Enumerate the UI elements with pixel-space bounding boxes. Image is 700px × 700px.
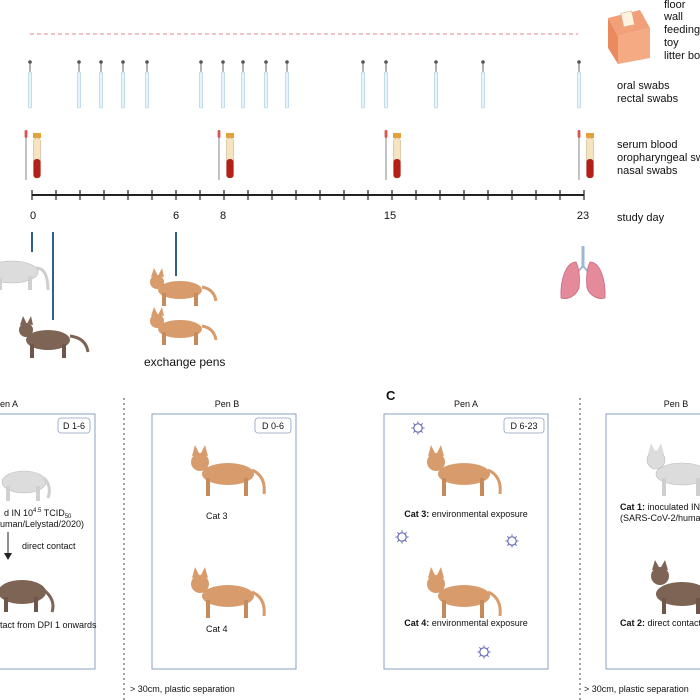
legend-serum-blood: serum blood — [617, 139, 678, 151]
virus-icon — [504, 533, 520, 549]
panel-b-pen-b-day-badge — [254, 417, 292, 434]
cat-4-orange-timeline — [150, 307, 218, 345]
panel-b-cat-1-grey — [1, 470, 51, 501]
panel-b-cat-3-label: Cat 3 — [206, 511, 228, 521]
legend-rectal-swabs: rectal swabs — [617, 93, 679, 105]
panel-c-cat-3-label: Cat 3: environmental exposure — [404, 509, 528, 519]
panel-b-pen-b-title: Pen B — [215, 399, 240, 409]
panel-b-cat-2-brown — [0, 580, 55, 613]
direct-contact-label: direct contact — [22, 541, 76, 551]
panel-b-pen-a-day-badge — [57, 417, 91, 434]
panel-c-pen-a-box — [383, 413, 549, 670]
panel-c-cat-1-label: Cat 1: inoculated IN 10 — [620, 502, 700, 512]
legend-nasal-swabs: nasal swabs — [617, 165, 678, 177]
panel-c-cat-3-orange — [427, 445, 502, 496]
panel-c-cat-2-brown — [651, 560, 700, 614]
panel-c-cat-2-label: Cat 2: direct contact fr — [620, 618, 700, 628]
legend-floor: floor — [664, 0, 686, 11]
panel-c-cat-1-strain: (SARS-CoV-2/human/l — [620, 513, 700, 523]
panel-b-cat-1-strain: uman/Lelystad/2020) — [0, 519, 84, 529]
svg-text:D 0-6: D 0-6 — [262, 421, 284, 431]
legend-toy: toy — [664, 37, 679, 49]
cat-1-grey-timeline — [0, 260, 50, 291]
svg-text:D 6-23: D 6-23 — [510, 421, 537, 431]
panel-c-pen-a-title: Pen A — [454, 399, 478, 409]
panel-c-cat-1-grey — [646, 443, 700, 496]
swab-row — [27, 59, 582, 109]
panel-b-cat-2-label: tact from DPI 1 onwards — [0, 620, 97, 630]
panel-b-pen-a-box — [0, 413, 96, 670]
panel-b-pen-b-box — [151, 413, 297, 670]
legend-oropharyngeal-swabs: oropharyngeal swa — [617, 152, 700, 164]
svg-text:D 1-6: D 1-6 — [63, 421, 85, 431]
timeline-axis — [31, 190, 585, 200]
panel-b-pen-a-title: en A — [0, 399, 18, 409]
panel-c-pen-a-day-badge — [503, 417, 545, 434]
tick-label-6: 6 — [173, 210, 179, 222]
legend-feeding: feeding — [664, 24, 700, 36]
cat-3-orange-timeline — [150, 268, 218, 306]
panel-b-separator-label: > 30cm, plastic separation — [130, 684, 235, 694]
tick-label-23: 23 — [577, 210, 589, 222]
panel-c-cat-4-label: Cat 4: environmental exposure — [404, 618, 528, 628]
axis-label-study-day: study day — [617, 212, 665, 224]
virus-icon — [476, 644, 492, 660]
panel-b-cat-1-label: d IN 104.5 TCID50 — [4, 508, 72, 520]
tick-label-8: 8 — [220, 210, 226, 222]
panel-c-separator-label: > 30cm, plastic separation — [584, 684, 689, 694]
legend-litter-box: litter bo — [664, 50, 700, 62]
panel-b-cat-4-orange — [191, 567, 266, 618]
exchange-pens-label: exchange pens — [144, 355, 225, 369]
blood-sample-row — [24, 129, 595, 181]
panel-b-cat-4-label: Cat 4 — [206, 624, 228, 634]
tick-label-15: 15 — [384, 210, 396, 222]
sample-box-icon — [608, 10, 650, 64]
cat-2-brown-timeline — [19, 316, 90, 358]
legend-wall: wall — [663, 11, 683, 23]
virus-icon — [410, 420, 426, 436]
panel-c-cat-4-orange — [427, 567, 502, 618]
lungs-icon — [560, 246, 606, 299]
legend-oral-swabs: oral swabs — [617, 80, 670, 92]
surfaces-legend: floor wall feeding toy litter bo — [663, 0, 700, 62]
panel-b-cat-3-orange — [191, 445, 266, 496]
virus-icon — [394, 529, 410, 545]
panel-c-pen-b-title: Pen B — [664, 399, 689, 409]
panel-c-pen-b-box — [605, 413, 700, 670]
direct-contact-arrowhead — [4, 553, 12, 560]
tick-label-0: 0 — [30, 210, 36, 222]
panel-c-letter: C — [386, 388, 396, 403]
